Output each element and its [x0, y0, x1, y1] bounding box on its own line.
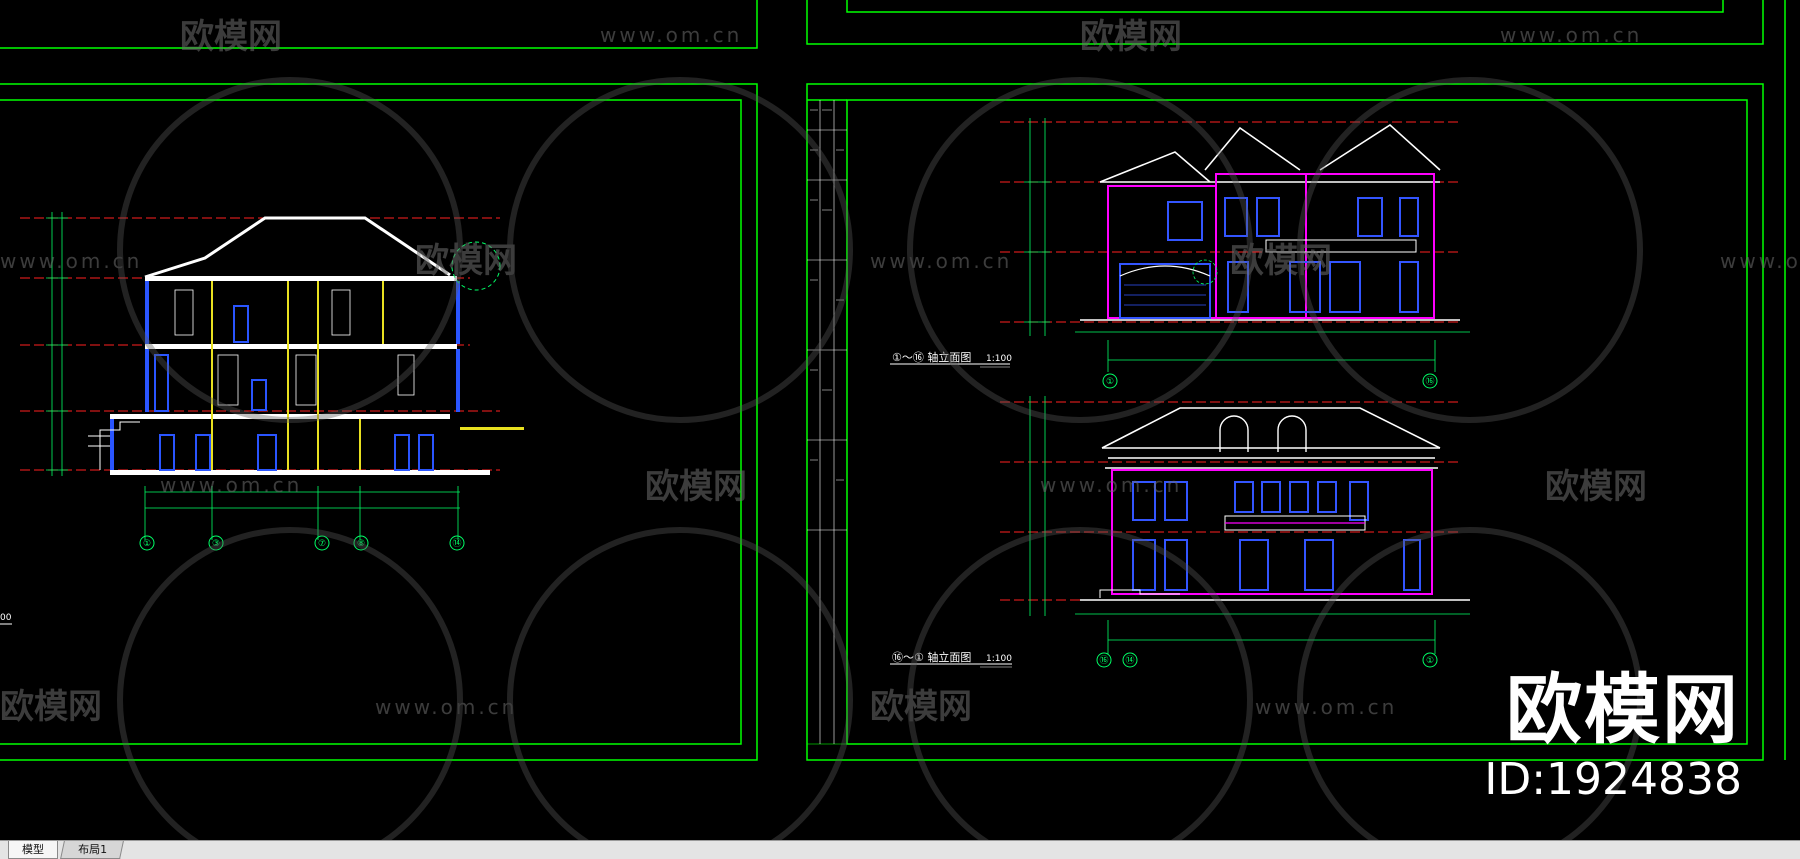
section-axis-1: ① [143, 539, 151, 549]
cad-model-space[interactable]: ① ③ ⑦ ⑧ ⑭ 00 [0, 0, 1800, 840]
section-axis-3: ⑦ [318, 539, 326, 549]
front-axis-2: ⑯ [1425, 376, 1434, 387]
front-elevation: ① ⑯ ①～⑯ 轴立面图 1:100 [890, 118, 1470, 389]
watermark-logo-3: 欧模网 [415, 241, 517, 281]
watermark-logo-6: 欧模网 [1545, 467, 1647, 507]
back-axis-1: ⑯ [1099, 655, 1108, 666]
watermark-logo-1: 欧模网 [180, 17, 282, 57]
watermark-logo-7: 欧模网 [0, 687, 102, 727]
watermark-url-4: www.om.cn [870, 249, 1012, 273]
title-block [806, 99, 848, 745]
layout-tabbar: 模型 布局1 [0, 840, 1800, 859]
watermark-url-8: www.om.cn [375, 695, 517, 719]
watermark-url-5: www.om.cn [1720, 249, 1800, 273]
back-elevation: ⑯ ⑭ ① ⑯～① 轴立面图 1:100 [890, 396, 1470, 668]
watermark-url-2: www.om.cn [1500, 23, 1642, 47]
watermark-layer: 欧模网 欧模网 欧模网 欧模网 欧模网 欧模网 欧模网 欧模网 www.om.c… [0, 17, 1800, 840]
tab-layout1[interactable]: 布局1 [60, 841, 124, 859]
sheet-frames [0, 0, 1786, 761]
back-elevation-scale: 1:100 [986, 654, 1012, 664]
tab-model[interactable]: 模型 [8, 841, 58, 859]
section-axis-4: ⑧ [357, 539, 365, 549]
watermark-id: ID:1924838 [1484, 754, 1742, 805]
watermark-logo-4: 欧模网 [1230, 241, 1332, 281]
section-axis-5: ⑭ [452, 538, 461, 549]
front-elevation-scale: 1:100 [986, 354, 1012, 364]
front-axis-1: ① [1106, 377, 1114, 387]
back-axis-2: ⑭ [1125, 655, 1134, 666]
watermark-url-6: www.om.cn [160, 473, 302, 497]
back-axis-3: ① [1426, 656, 1434, 666]
watermark-url-1: www.om.cn [600, 23, 742, 47]
front-elevation-title: ①～⑯ 轴立面图 [892, 350, 971, 364]
watermark-brand: 欧模网 [1506, 665, 1740, 754]
watermark-logo-2: 欧模网 [1080, 17, 1182, 57]
watermark-url-3: www.om.cn [0, 249, 142, 273]
watermark-url-7: www.om.cn [1040, 473, 1182, 497]
section-axis-2: ③ [212, 539, 220, 549]
back-elevation-title: ⑯～① 轴立面图 [892, 650, 971, 664]
watermark-logo-8: 欧模网 [870, 687, 972, 727]
watermark-logo-5: 欧模网 [645, 467, 747, 507]
tab-layout1-label: 布局1 [77, 843, 107, 856]
section-drawing: ① ③ ⑦ ⑧ ⑭ 00 [0, 212, 524, 625]
section-scale-fragment: 00 [0, 613, 12, 623]
watermark-url-9: www.om.cn [1255, 695, 1397, 719]
